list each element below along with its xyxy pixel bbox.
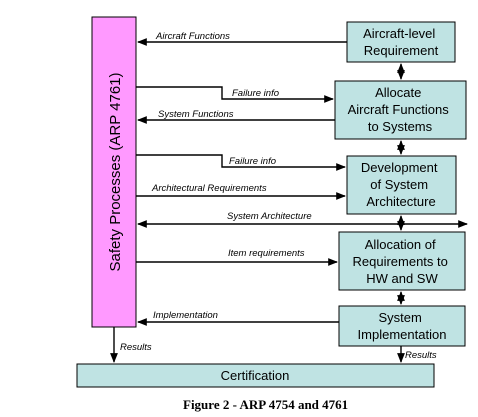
aircraft-level-requirement-box <box>346 21 456 63</box>
label-implementation: Implementation <box>153 310 218 321</box>
label-results-left: Results <box>120 342 152 353</box>
label-architectural-requirements: Architectural Requirements <box>151 183 267 194</box>
label-system-architecture: System Architecture <box>227 211 312 222</box>
allocate-functions-text: Allocate Aircraft Functions to Systems <box>348 85 453 134</box>
certification-text: Certification <box>221 368 290 383</box>
system-implementation-box <box>338 305 466 347</box>
safety-processes-panel <box>91 16 137 328</box>
safety-processes-label: Safety Processes (ARP 4761) <box>107 73 124 272</box>
allocate-functions-box <box>334 80 467 140</box>
label-failure-info-2: Failure info <box>229 156 276 167</box>
figure-caption: Figure 2 - ARP 4754 and 4761 <box>183 397 348 412</box>
system-implementation-text: System Implementation <box>358 310 447 342</box>
label-results-right: Results <box>405 350 437 361</box>
certification-box <box>76 363 435 388</box>
aircraft-level-requirement-text: Aircraft-level Requirement <box>363 26 439 58</box>
arrow-failure-info-2 <box>136 154 346 171</box>
allocation-requirements-text: Allocation of Requirements to HW and SW <box>352 237 451 286</box>
label-item-requirements: Item requirements <box>228 248 305 259</box>
label-failure-info-1: Failure info <box>232 88 279 99</box>
label-system-functions: System Functions <box>158 109 234 120</box>
development-architecture-box <box>346 155 457 215</box>
allocation-requirements-box <box>338 231 466 291</box>
development-architecture-text: Development of System Architecture <box>361 160 441 209</box>
arrow-failure-info-1 <box>136 86 334 103</box>
label-aircraft-functions: Aircraft Functions <box>155 31 230 42</box>
